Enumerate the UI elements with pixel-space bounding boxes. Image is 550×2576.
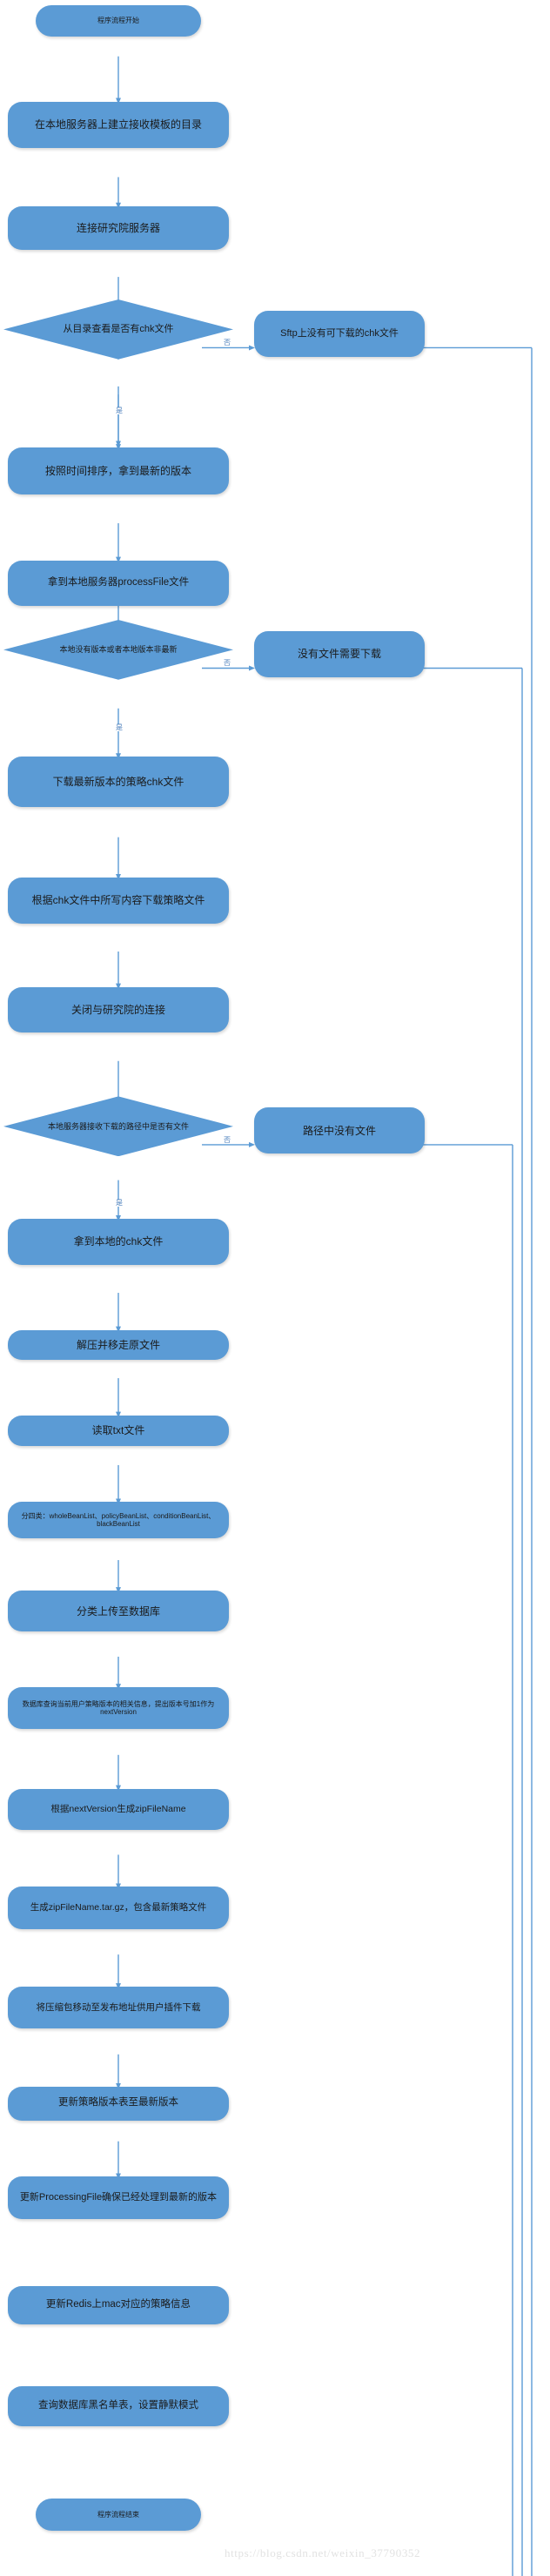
node-generate-zipfilename[interactable]: 根据nextVersion生成zipFileName	[8, 1788, 229, 1830]
node-start[interactable]: 程序流程开始	[36, 4, 201, 37]
node-label: 程序流程结束	[97, 2510, 139, 2519]
node-label: 更新策略版本表至最新版本	[58, 2097, 178, 2109]
node-label: 程序流程开始	[97, 17, 139, 25]
node-label: 按照时间排序，拿到最新的版本	[44, 464, 191, 477]
node-label: 解压并移走原文件	[76, 1338, 160, 1351]
decision-path-has-files[interactable]: 本地服务器接收下载的路径中是否有文件	[3, 1096, 233, 1157]
node-unzip-move-original[interactable]: 解压并移走原文件	[8, 1329, 229, 1360]
node-label: 拿到本地的chk文件	[73, 1235, 164, 1248]
node-end[interactable]: 程序流程结束	[36, 2499, 201, 2531]
node-label: 连接研究院服务器	[76, 221, 160, 234]
node-label: 读取txt文件	[91, 1424, 145, 1437]
node-update-processingfile[interactable]: 更新ProcessingFile确保已经处理到最新的版本	[8, 2176, 229, 2219]
node-label: 生成zipFileName.tar.gz，包含最新策略文件	[30, 1902, 207, 1914]
node-query-next-version[interactable]: 数据库查询当前用户策略版本的相关信息，提出版本号加1作为nextVersion	[8, 1687, 229, 1730]
node-label: 分四类：wholeBeanList、policyBeanList、conditi…	[21, 1511, 216, 1529]
node-label: 本地服务器接收下载的路径中是否有文件	[47, 1121, 189, 1131]
node-label: 更新Redis上mac对应的策略信息	[45, 2299, 191, 2310]
node-label: 分类上传至数据库	[76, 1604, 160, 1618]
node-label: 本地没有版本或者本地版本非最新	[59, 645, 178, 655]
node-generate-targz[interactable]: 生成zipFileName.tar.gz，包含最新策略文件	[8, 1887, 229, 1929]
node-label: 在本地服务器上建立接收模板的目录	[34, 118, 202, 131]
node-label: 拿到本地服务器processFile文件	[47, 577, 190, 589]
node-close-connection[interactable]: 关闭与研究院的连接	[8, 986, 229, 1033]
decision-has-chk-file[interactable]: 从目录查看是否有chk文件	[3, 299, 233, 360]
node-create-directory[interactable]: 在本地服务器上建立接收模板的目录	[8, 101, 229, 149]
node-label: 路径中没有文件	[302, 1124, 376, 1137]
node-label: 关闭与研究院的连接	[70, 1003, 165, 1016]
edge-label-no-2: 否	[223, 659, 231, 668]
node-label: 将压缩包移动至发布地址供用户插件下载	[36, 2002, 201, 2014]
node-connect-server[interactable]: 连接研究院服务器	[8, 205, 229, 251]
node-no-file-in-path[interactable]: 路径中没有文件	[254, 1107, 425, 1154]
node-label: 数据库查询当前用户策略版本的相关信息，提出版本号加1作为nextVersion	[22, 1699, 215, 1717]
node-no-chk-on-sftp[interactable]: Sftp上没有可下载的chk文件	[254, 310, 425, 357]
node-label: 没有文件需要下载	[297, 648, 381, 661]
node-label: 从目录查看是否有chk文件	[63, 323, 174, 334]
decision-version-outdated[interactable]: 本地没有版本或者本地版本非最新	[3, 620, 233, 680]
edge-label-no-3: 否	[223, 1135, 231, 1144]
node-label: 下载最新版本的策略chk文件	[52, 775, 184, 788]
node-upload-to-database[interactable]: 分类上传至数据库	[8, 1591, 229, 1632]
node-label: 根据nextVersion生成zipFileName	[50, 1803, 186, 1814]
node-label: 更新ProcessingFile确保已经处理到最新的版本	[19, 2191, 218, 2203]
node-download-policy-files[interactable]: 根据chk文件中所写内容下载策略文件	[8, 877, 229, 924]
node-sort-by-time[interactable]: 按照时间排序，拿到最新的版本	[8, 447, 229, 495]
edge-label-yes-2: 是	[115, 723, 124, 732]
edge-label-no-1: 否	[223, 339, 231, 347]
node-label: 根据chk文件中所写内容下载策略文件	[31, 894, 205, 907]
node-read-txt[interactable]: 读取txt文件	[8, 1415, 229, 1447]
node-label: 查询数据库黑名单表，设置静默模式	[38, 2399, 198, 2411]
edge-label-yes-1: 是	[115, 406, 124, 414]
watermark-text: https://blog.csdn.net/weixin_37790352	[225, 2546, 421, 2559]
node-download-latest-chk[interactable]: 下载最新版本的策略chk文件	[8, 757, 229, 807]
node-update-redis[interactable]: 更新Redis上mac对应的策略信息	[8, 2286, 229, 2324]
node-classify-four-lists[interactable]: 分四类：wholeBeanList、policyBeanList、conditi…	[8, 1502, 229, 1538]
node-label: Sftp上没有可下载的chk文件	[280, 327, 399, 339]
node-update-version-table[interactable]: 更新策略版本表至最新版本	[8, 2086, 229, 2121]
node-move-package[interactable]: 将压缩包移动至发布地址供用户插件下载	[8, 1987, 229, 2029]
edge-label-yes-3: 是	[115, 1198, 124, 1207]
node-get-local-chk[interactable]: 拿到本地的chk文件	[8, 1218, 229, 1265]
node-query-blacklist[interactable]: 查询数据库黑名单表，设置静默模式	[8, 2385, 229, 2426]
node-no-file-to-download[interactable]: 没有文件需要下载	[254, 630, 425, 677]
node-get-processfile[interactable]: 拿到本地服务器processFile文件	[8, 560, 229, 607]
